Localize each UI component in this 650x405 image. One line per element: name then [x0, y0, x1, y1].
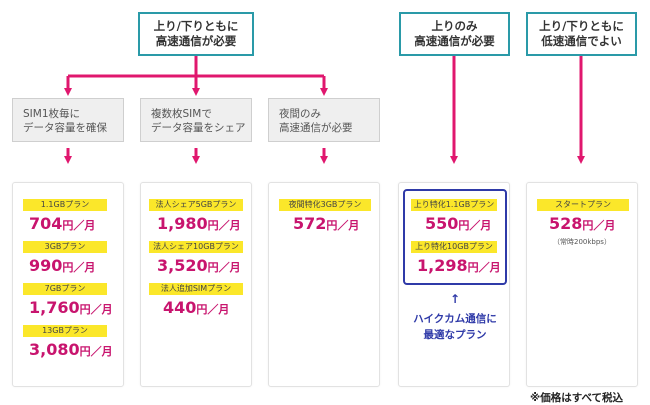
plan-tag: 法人シェア5GBプラン [149, 199, 243, 211]
plan-price: 704円／月 [29, 214, 96, 233]
plan-card-start: スタートプラン 528円／月 （常時200kbps） [526, 182, 638, 387]
header-both-low: 上り/下りともに 低速通信でよい [526, 12, 637, 56]
recommended-highlight [403, 189, 507, 285]
plan-price: 1,760円／月 [29, 298, 113, 317]
callout-text: ハイクカム通信に 最適なプラン [413, 313, 497, 341]
plan-tag: スタートプラン [537, 199, 629, 211]
plan-tag: 上り特化1.1GBプラン [411, 199, 497, 211]
option-multi-sim: 複数枚SIMで データ容量をシェア [140, 98, 252, 142]
option-sim1: SIM1枚毎に データ容量を確保 [12, 98, 124, 142]
plan-price: 1,298円／月 [417, 256, 501, 275]
plan-card-share: 法人シェア5GBプラン 1,980円／月 法人シェア10GBプラン 3,520円… [140, 182, 252, 387]
start-plan-note: （常時200kbps） [553, 238, 611, 246]
plan-card-night: 夜間特化3GBプラン 572円／月 [268, 182, 380, 387]
option-night: 夜間のみ 高速通信が必要 [268, 98, 380, 142]
plan-tag: 3GBプラン [23, 241, 107, 253]
plan-price: 990円／月 [29, 256, 96, 275]
plan-price: 550円／月 [425, 214, 492, 233]
plan-price: 1,980円／月 [157, 214, 241, 233]
plan-tag: 1.1GBプラン [23, 199, 107, 211]
plan-card-sim1: 1.1GBプラン 704円／月 3GBプラン 990円／月 7GBプラン 1,7… [12, 182, 124, 387]
callout-arrow: ↑ [449, 292, 461, 306]
plan-tag: 夜間特化3GBプラン [279, 199, 371, 211]
plan-price: 440円／月 [163, 298, 230, 317]
plan-price: 3,520円／月 [157, 256, 241, 275]
plan-tag: 上り特化10GBプラン [411, 241, 497, 253]
plan-price: 572円／月 [293, 214, 360, 233]
header-both-high: 上り/下りともに 高速通信が必要 [138, 12, 254, 56]
plan-tag: 法人シェア10GBプラン [149, 241, 243, 253]
plan-tag: 13GBプラン [23, 325, 107, 337]
header-up-only: 上りのみ 高速通信が必要 [399, 12, 510, 56]
plan-tag: 法人追加SIMプラン [149, 283, 243, 295]
plan-price: 528円／月 [549, 214, 616, 233]
plan-price: 3,080円／月 [29, 340, 113, 359]
plan-tag: 7GBプラン [23, 283, 107, 295]
plan-card-up: 上り特化1.1GBプラン 550円／月 上り特化10GBプラン 1,298円／月… [398, 182, 510, 387]
tax-footnote: ※価格はすべて税込 [530, 392, 624, 404]
